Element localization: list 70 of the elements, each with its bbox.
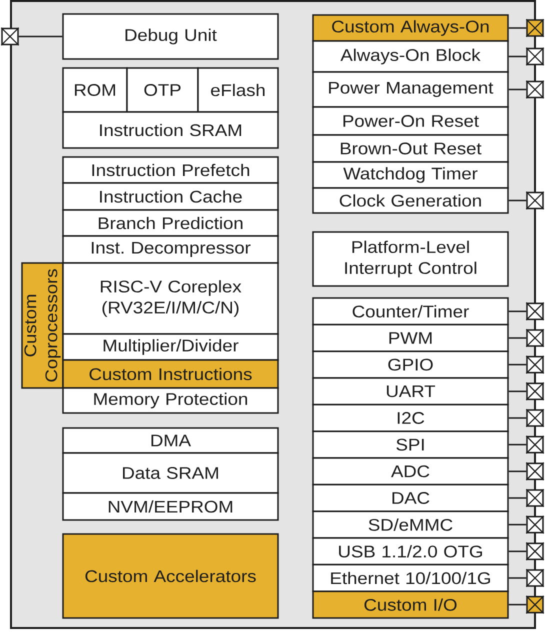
module-box: PWM (312, 324, 509, 352)
module-box: Custom I/O (312, 590, 509, 619)
module-box: Watchdog Timer (312, 161, 509, 189)
io-pad (526, 191, 544, 210)
module-box: Custom Always-On (312, 14, 509, 42)
module-box: Data SRAM (62, 452, 279, 494)
module-box: USB 1.1/2.0 OTG (312, 537, 509, 566)
module-box: ROM (62, 67, 128, 113)
connector-line (508, 200, 526, 202)
io-pad (526, 80, 544, 99)
connector-line (508, 497, 526, 499)
connector-line (508, 364, 526, 366)
module-box: Instruction Prefetch (62, 156, 279, 184)
module-box: Debug Unit (62, 13, 279, 60)
connector-line (18, 36, 62, 38)
io-pad (526, 382, 544, 400)
connector-line (508, 417, 526, 419)
module-box: DAC (312, 484, 509, 512)
module-box: eFlash (197, 67, 279, 113)
io-pad (526, 542, 544, 560)
module-box: SD/eMMC (312, 510, 509, 539)
connector-line (508, 88, 526, 90)
io-pad (526, 356, 544, 374)
module-box: Ethernet 10/100/1G (312, 564, 509, 592)
connector-line (508, 27, 526, 29)
connector-line (508, 444, 526, 446)
module-box: ADC (312, 457, 509, 486)
module-box: Always-On Block (312, 40, 509, 73)
io-pad (526, 408, 544, 428)
io-pad (526, 47, 544, 66)
module-box: Instruction Cache (62, 182, 279, 211)
io-pad (526, 462, 544, 480)
io-pad (526, 436, 544, 454)
module-box: SPI (312, 430, 509, 459)
module-box: Memory Protection (62, 387, 279, 414)
connector-line (508, 577, 526, 579)
connector-line (508, 604, 526, 606)
io-pad (0, 27, 20, 46)
module-box: Inst. Decompressor (62, 235, 279, 264)
module-box: Custom Accelerators (62, 533, 279, 619)
module-box: UART (312, 377, 509, 406)
module-box: OTP (126, 67, 199, 113)
connector-line (508, 550, 526, 552)
connector-line (508, 310, 526, 312)
module-box: I2C (312, 404, 509, 432)
connector-line (508, 337, 526, 339)
module-box: GPIO (312, 350, 509, 379)
io-pad (526, 328, 544, 348)
module-box: NVM/EEPROM (62, 492, 279, 521)
module-box: Custom Coprocessors (21, 262, 64, 389)
module-box: Power Management (312, 71, 509, 108)
module-box: Custom Instructions (62, 359, 279, 389)
module-box: Clock Generation (312, 187, 509, 214)
module-box: Counter/Timer (312, 297, 509, 326)
module-box: Multiplier/Divider (62, 333, 279, 361)
module-box: Power-On Reset (312, 106, 509, 136)
connector-line (508, 524, 526, 526)
io-pad (526, 302, 544, 320)
connector-line (508, 470, 526, 472)
io-pad (526, 596, 544, 614)
module-box: Platform-Level Interrupt Control (312, 231, 509, 287)
connector-line (508, 56, 526, 58)
io-pad (526, 516, 544, 534)
connector-line (508, 390, 526, 392)
module-box: DMA (62, 427, 279, 454)
module-box: Brown-Out Reset (312, 134, 509, 163)
io-pad (526, 568, 544, 588)
io-pad (526, 18, 544, 38)
module-box: Branch Prediction (62, 209, 279, 237)
io-pad (526, 488, 544, 508)
